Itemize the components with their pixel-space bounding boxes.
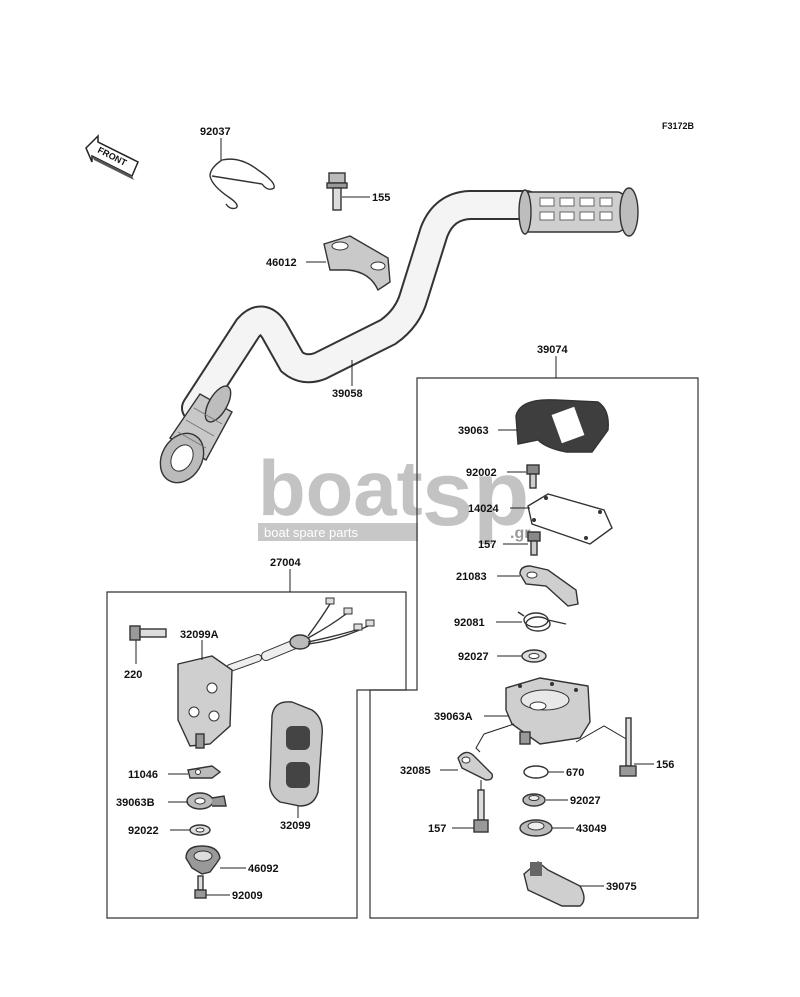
clip-92037 xyxy=(209,158,275,210)
label-39058: 39058 xyxy=(332,388,363,400)
screw-157-a xyxy=(527,531,541,556)
label-39063A: 39063A xyxy=(434,711,473,723)
washer-92027-b xyxy=(522,793,546,807)
label-11046: 11046 xyxy=(128,769,158,781)
left-grip xyxy=(159,385,233,484)
watermark: boat sp .gr boat spare parts xyxy=(258,443,530,545)
label-39063: 39063 xyxy=(458,425,489,437)
label-156: 156 xyxy=(656,759,674,771)
handlebar-39058 xyxy=(181,190,541,423)
label-27004: 27004 xyxy=(270,557,301,569)
label-157-b: 157 xyxy=(428,823,446,835)
switch-cover-32099 xyxy=(269,701,323,807)
cover-39063 xyxy=(515,399,609,453)
cam-39063B xyxy=(186,792,227,810)
front-arrow-icon: FRONT xyxy=(85,134,139,180)
label-46012: 46012 xyxy=(266,257,297,269)
washer-92027-a xyxy=(521,649,547,663)
diagram-code: F3172B xyxy=(662,121,695,131)
lever-21083 xyxy=(519,565,579,607)
seal-43049 xyxy=(519,819,553,837)
watermark-brand: boat xyxy=(258,444,423,532)
bolt-220 xyxy=(129,625,167,641)
label-155: 155 xyxy=(372,192,390,204)
bolt-155 xyxy=(326,172,348,211)
bracket-11046 xyxy=(187,765,222,779)
label-14024: 14024 xyxy=(468,503,499,515)
washer-92022 xyxy=(189,824,211,836)
label-92009: 92009 xyxy=(232,890,263,902)
assembly-box-39074 xyxy=(369,377,699,919)
label-32099A: 32099A xyxy=(180,629,219,641)
label-92027-a: 92027 xyxy=(458,651,489,663)
o-ring-670 xyxy=(523,765,549,779)
label-92081: 92081 xyxy=(454,617,485,629)
watermark-tagline: boat spare parts xyxy=(264,525,358,540)
watermark-suffix: sp xyxy=(422,443,529,545)
label-92027-b: 92027 xyxy=(570,795,601,807)
label-670: 670 xyxy=(566,767,584,779)
label-32085: 32085 xyxy=(400,765,431,777)
label-21083: 21083 xyxy=(456,571,487,583)
right-grip xyxy=(518,187,639,237)
label-157-a: 157 xyxy=(478,539,496,551)
label-32099: 32099 xyxy=(280,820,311,832)
clamp-46012 xyxy=(323,235,391,292)
assembly-box-27004 xyxy=(106,591,407,919)
wire-harness xyxy=(226,597,375,672)
gasket-14024 xyxy=(527,493,613,545)
label-39074: 39074 xyxy=(537,344,568,356)
spring-92081 xyxy=(517,611,567,632)
switch-housing-32099A xyxy=(177,655,233,749)
label-39075: 39075 xyxy=(606,881,637,893)
screw-92002 xyxy=(526,464,540,489)
label-92037: 92037 xyxy=(200,126,231,138)
bolt-157-b xyxy=(473,789,489,833)
watermark-tld: .gr xyxy=(510,525,530,542)
bolt-156 xyxy=(619,717,637,777)
clamp-46092 xyxy=(185,845,221,875)
housing-39063A xyxy=(505,677,591,745)
label-39063B: 39063B xyxy=(116,797,155,809)
label-92002: 92002 xyxy=(466,467,497,479)
screw-92009 xyxy=(194,875,207,899)
lever-32085 xyxy=(457,751,494,781)
label-43049: 43049 xyxy=(576,823,607,835)
label-92022: 92022 xyxy=(128,825,159,837)
label-220: 220 xyxy=(124,669,142,681)
throttle-lever-39075 xyxy=(523,861,585,907)
label-46092: 46092 xyxy=(248,863,279,875)
